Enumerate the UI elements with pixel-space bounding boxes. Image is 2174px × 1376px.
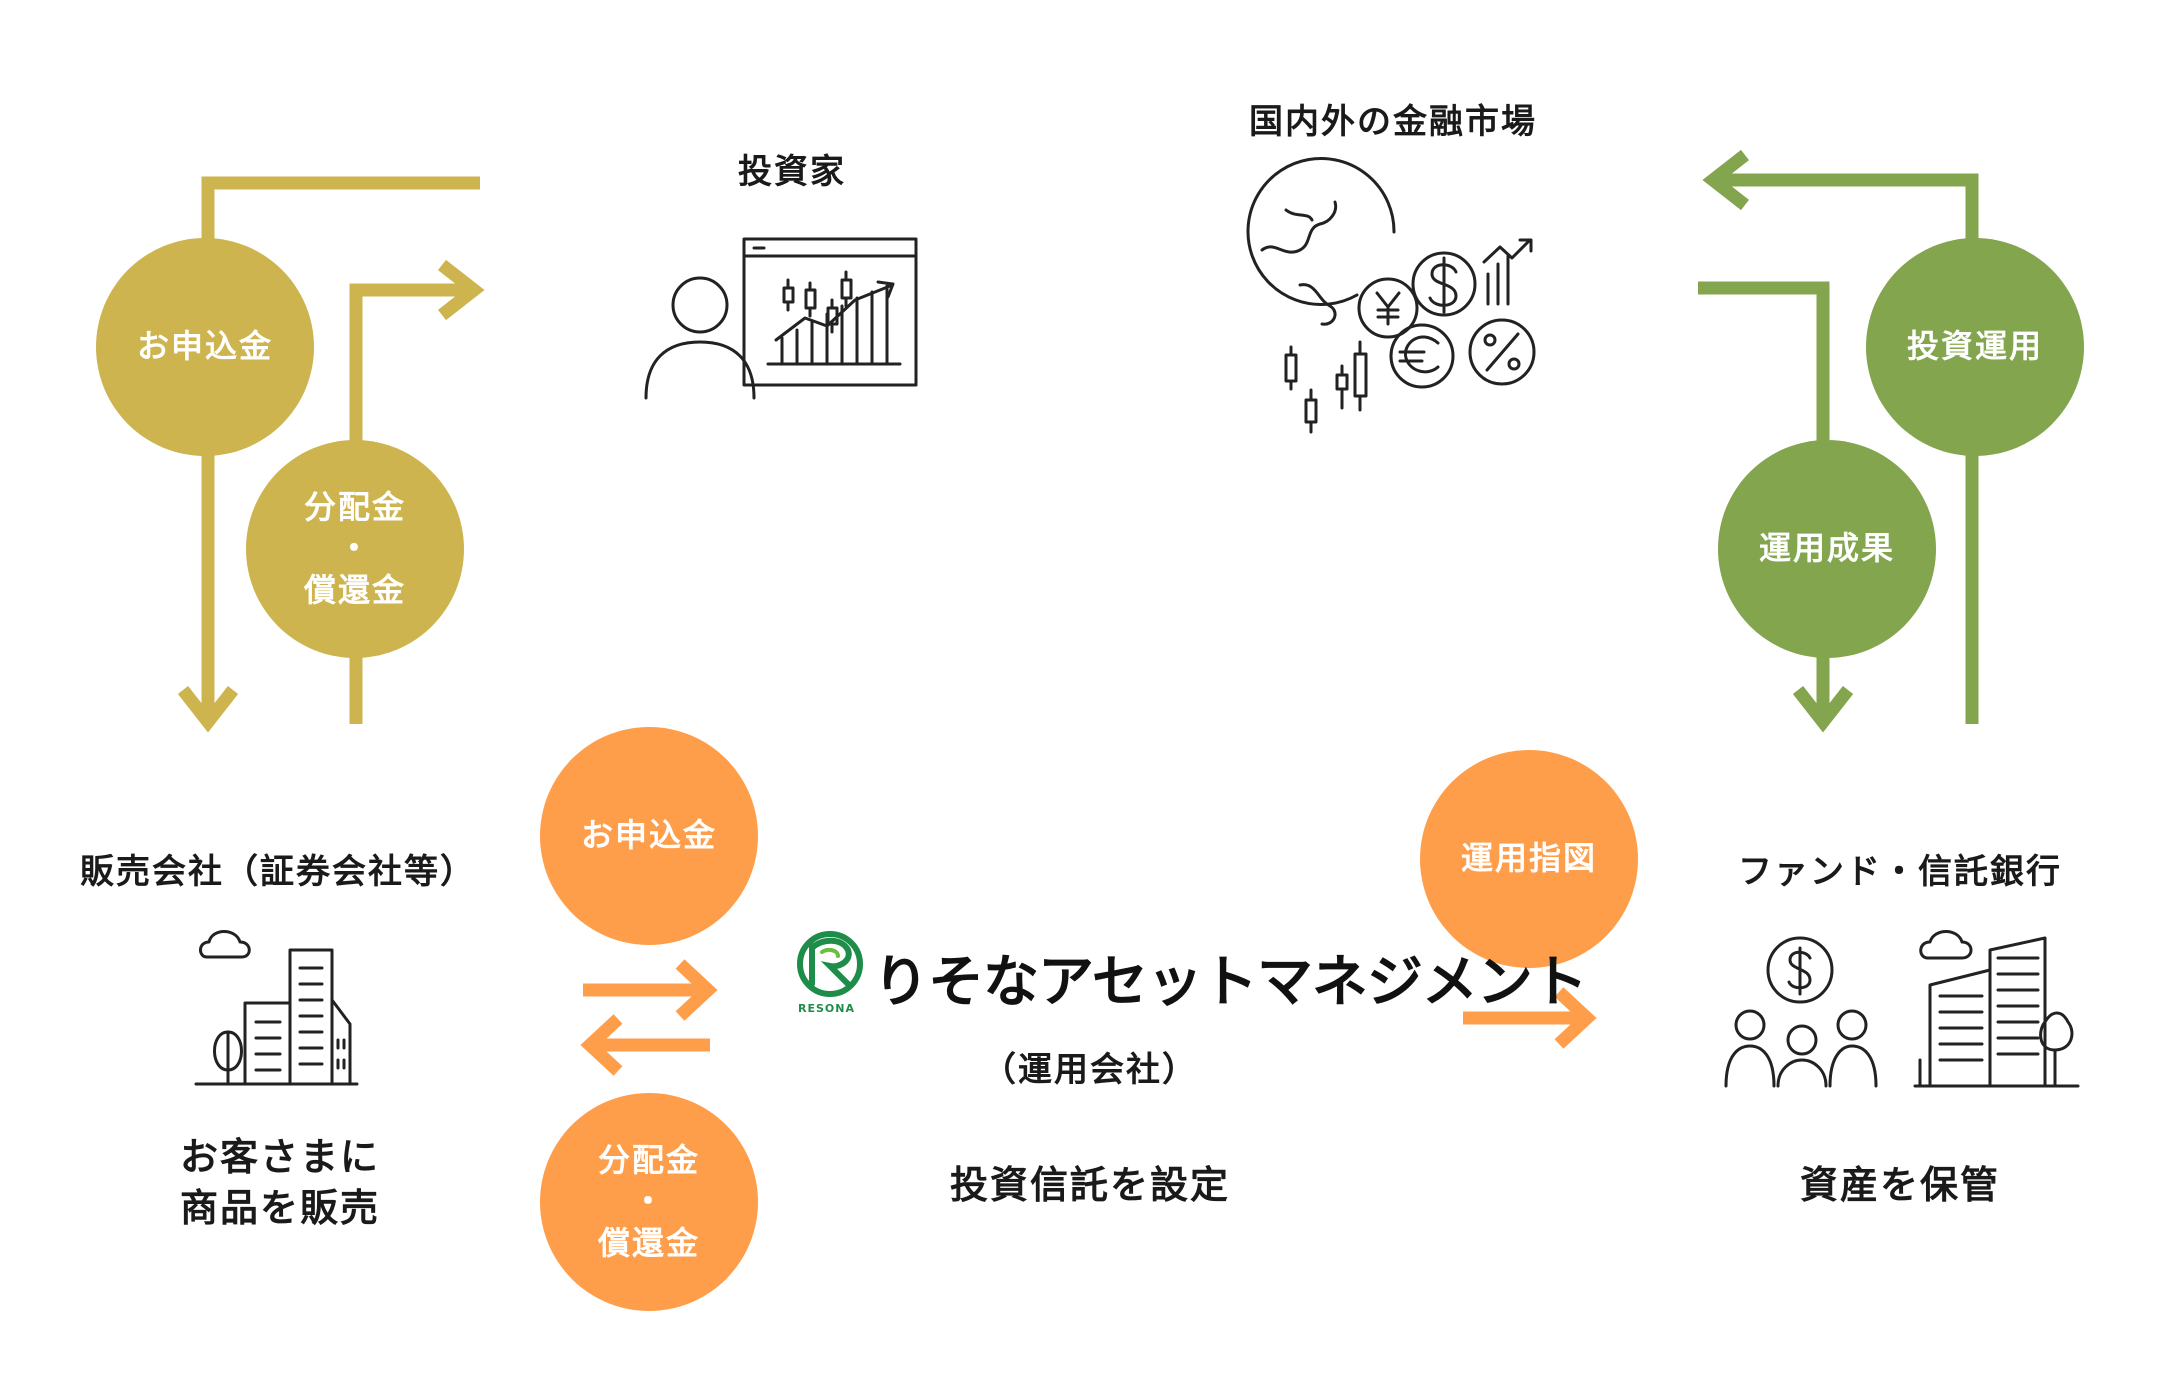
trust-bank-description: 資産を保管	[1799, 1163, 2001, 1207]
orange-application-circle: お申込金	[540, 727, 758, 945]
gold-distribution-arrowhead	[437, 259, 485, 321]
orange-instruction-circle: 運用指図	[1420, 750, 1638, 968]
gold-application-arrowhead	[177, 685, 239, 733]
green-invest-arrow	[1715, 173, 1979, 724]
orange-application-text: お申込金	[580, 816, 717, 855]
green-invest-text: 投資運用	[1906, 327, 2043, 366]
green-result-arrowhead	[1792, 685, 1854, 733]
investor-chart-icon	[644, 237, 918, 400]
seller-label: 販売会社（証券会社等）	[80, 852, 476, 892]
gold-application-text: お申込金	[136, 327, 273, 366]
green-invest-arrowhead	[1702, 149, 1750, 211]
green-result-circle: 運用成果	[1718, 440, 1936, 658]
resona-logo: りそなアセットマネジメント RESONA	[795, 935, 1588, 1015]
gold-distribution-circle: 分配金 ・ 償還金	[246, 440, 464, 658]
trust-bank-label: ファンド・信託銀行	[1738, 852, 2062, 892]
orange-instruction-text: 運用指図	[1460, 839, 1597, 878]
orange-distribution-circle: 分配金 ・ 償還金	[540, 1093, 758, 1311]
resona-logo-subtext: RESONA	[798, 1002, 855, 1015]
orange-distribution-text-1: 分配金	[597, 1140, 700, 1179]
orange-right-arrow	[583, 959, 718, 1021]
seller-description-line-2: 商品を販売	[179, 1186, 381, 1231]
seller-description: お客さまに 商品を販売	[180, 1132, 380, 1235]
globe-currency-icon	[1246, 157, 1536, 434]
gold-distribution-text-1: 分配金	[303, 487, 406, 526]
orange-instruction-arrow	[1463, 987, 1597, 1049]
gold-application-circle: お申込金	[96, 238, 314, 456]
orange-left-arrow	[580, 1014, 710, 1076]
green-invest-circle: 投資運用	[1866, 238, 2084, 456]
resona-logo-mark	[797, 931, 863, 997]
market-label: 国内外の金融市場	[1249, 102, 1537, 142]
management-company-label: （運用会社）	[982, 1050, 1198, 1090]
management-description: 投資信託を設定	[949, 1163, 1231, 1207]
orange-distribution-text-2: 償還金	[597, 1223, 700, 1262]
gold-distribution-text-2: 償還金	[303, 570, 406, 609]
gold-distribution-dot: ・	[337, 529, 372, 568]
orange-distribution-dot: ・	[631, 1182, 666, 1221]
office-building-icon	[194, 930, 359, 1086]
people-buildings-icon	[1724, 930, 2080, 1088]
green-result-text: 運用成果	[1758, 529, 1895, 568]
seller-description-line-1: お客さまに	[179, 1135, 381, 1179]
resona-logo-text: りそなアセットマネジメント	[873, 950, 1588, 1015]
investor-label: 投資家	[738, 152, 846, 192]
gold-application-arrow	[201, 176, 480, 720]
